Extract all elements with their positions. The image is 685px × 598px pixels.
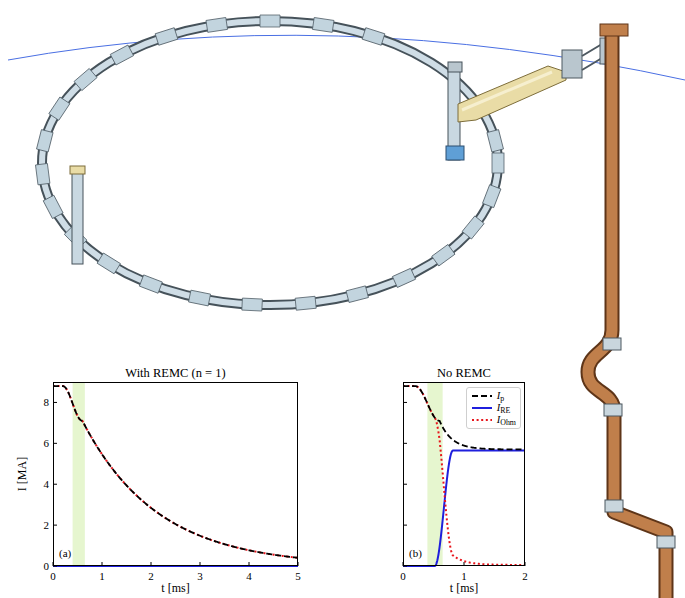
axis-label: I [MA] bbox=[16, 457, 28, 491]
legend-line bbox=[472, 395, 492, 397]
coil-block bbox=[487, 130, 504, 152]
tick-label: 2 bbox=[522, 571, 528, 582]
ring-band bbox=[42, 21, 498, 305]
panel-label: (a) bbox=[59, 548, 71, 559]
legend-line-sample bbox=[471, 416, 493, 424]
coil-block bbox=[462, 216, 484, 239]
coil-block bbox=[242, 298, 263, 311]
feed-plate bbox=[458, 66, 566, 122]
panel-title: With REMC (n = 1) bbox=[125, 367, 225, 380]
bus-top bbox=[600, 24, 628, 36]
feeder bbox=[458, 24, 675, 598]
bus-bar bbox=[588, 34, 666, 598]
ring-band bbox=[42, 21, 498, 305]
coil-block bbox=[295, 296, 316, 310]
tick-label: 8 bbox=[44, 397, 50, 408]
tick-label: 0 bbox=[50, 571, 56, 582]
coil-block bbox=[110, 45, 133, 65]
tick-label: 5 bbox=[295, 571, 301, 582]
coil-block bbox=[37, 130, 54, 152]
leg-cap bbox=[446, 146, 464, 160]
vertical-leg bbox=[72, 172, 83, 264]
coil-block bbox=[346, 286, 368, 303]
legend-text: Ip bbox=[497, 390, 504, 402]
data-curve bbox=[403, 450, 525, 566]
legend-row: Ip bbox=[471, 390, 516, 402]
feed-connector bbox=[562, 50, 582, 78]
coil-block bbox=[97, 253, 120, 274]
feed-plate-edge bbox=[462, 72, 552, 110]
coil-block bbox=[260, 15, 280, 27]
panel-label: (b) bbox=[409, 548, 422, 559]
legend-text: IRE bbox=[497, 402, 511, 414]
coil-block bbox=[155, 28, 178, 45]
tick-label: 2 bbox=[44, 520, 50, 531]
coil-block bbox=[483, 185, 501, 208]
coil-block bbox=[392, 268, 415, 287]
plot-area bbox=[403, 382, 525, 566]
plot-panel: With REMC (n = 1)(a) bbox=[53, 382, 298, 566]
coil-block bbox=[35, 163, 49, 184]
coil-block bbox=[492, 153, 504, 173]
axis-label: t [ms] bbox=[450, 582, 478, 594]
leg-cap bbox=[448, 62, 462, 72]
coil-block bbox=[312, 18, 334, 33]
bus-clamp bbox=[605, 500, 623, 512]
bus-clamp bbox=[657, 536, 675, 548]
data-curve bbox=[53, 386, 298, 558]
coil-block bbox=[49, 97, 70, 120]
feed-rods bbox=[582, 44, 602, 70]
tick-label: 4 bbox=[44, 479, 50, 490]
data-curve bbox=[403, 386, 525, 565]
data-curve bbox=[53, 386, 298, 558]
tick-label: 2 bbox=[148, 571, 154, 582]
tick-label: 4 bbox=[246, 571, 252, 582]
coil-blocks bbox=[35, 15, 504, 311]
panel-title: No REMC bbox=[437, 367, 491, 380]
plot-area bbox=[53, 382, 298, 566]
legend-line-sample bbox=[471, 392, 493, 400]
tick-label: 0 bbox=[44, 561, 50, 572]
legend-text: IOhm bbox=[497, 414, 516, 426]
coil-block bbox=[139, 275, 162, 293]
plot-curves bbox=[53, 382, 525, 566]
coil-ring bbox=[35, 15, 504, 311]
legend-line-sample bbox=[471, 404, 493, 412]
coil-block bbox=[43, 195, 63, 218]
data-curve bbox=[403, 386, 525, 449]
legend-row: IRE bbox=[471, 402, 516, 414]
bus-clamp bbox=[603, 338, 621, 350]
tick-label: 3 bbox=[197, 571, 203, 582]
coil-block bbox=[206, 18, 228, 33]
tick-label: 1 bbox=[99, 571, 105, 582]
coil-block bbox=[74, 68, 97, 90]
tick-label: 0 bbox=[400, 571, 406, 582]
coil-block bbox=[189, 290, 211, 306]
tick-label: 1 bbox=[461, 571, 467, 582]
tick-label: 6 bbox=[44, 438, 50, 449]
legend-line bbox=[472, 407, 492, 409]
bus-bar-outline bbox=[588, 34, 666, 598]
legend-box: IpIREIOhm bbox=[466, 387, 521, 429]
leg-cap bbox=[70, 166, 85, 174]
bus-clamp bbox=[604, 404, 622, 416]
axis-label: t [ms] bbox=[161, 582, 189, 594]
coil-block bbox=[432, 244, 455, 265]
legend-line bbox=[472, 419, 492, 421]
legend-row: IOhm bbox=[471, 414, 516, 426]
tick-marks bbox=[53, 402, 525, 566]
coil-block bbox=[362, 28, 385, 45]
